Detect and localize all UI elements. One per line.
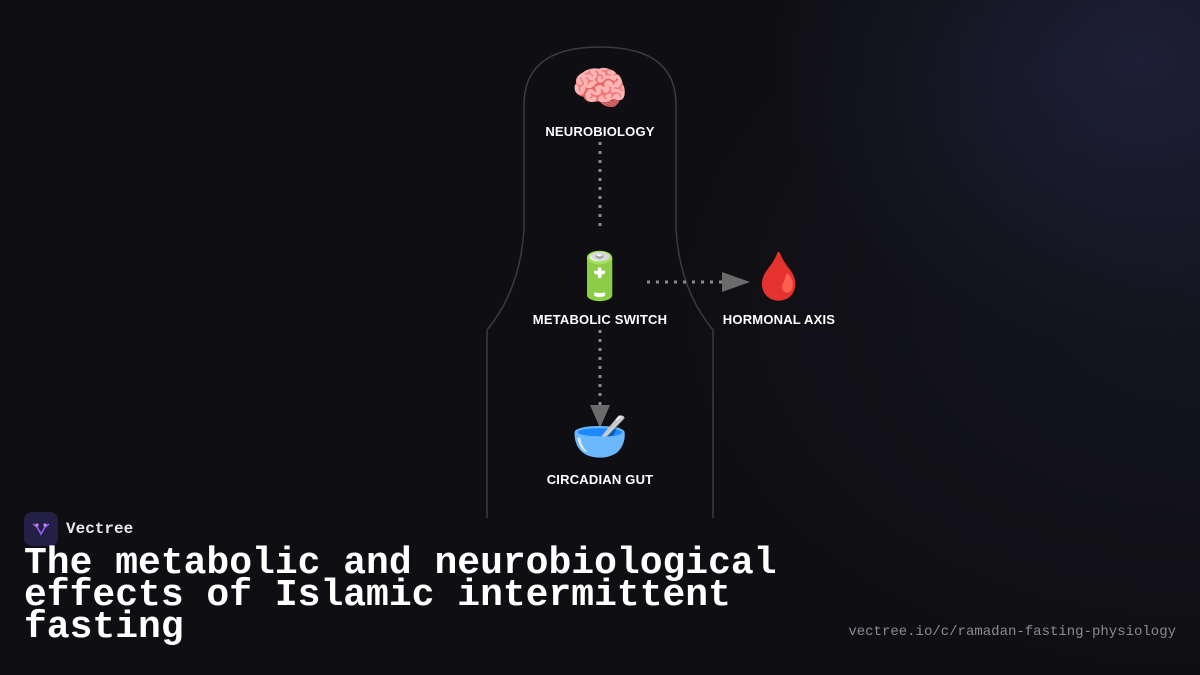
node-label: NEUROBIOLOGY [545,124,655,139]
arrowhead-circadian [590,405,610,428]
vectree-logo-icon [24,512,58,546]
node-label: HORMONAL AXIS [722,312,836,327]
drop-of-blood-icon: 🩸 [750,249,808,303]
bowl-with-spoon-icon: 🥣 [571,409,629,463]
node-circadian-gut: 🥣 CIRCADIAN GUT [500,408,700,487]
source-url: vectree.io/c/ramadan-fasting-physiology [848,624,1176,640]
head-silhouette-outline [486,46,714,518]
node-label: METABOLIC SWITCH [532,312,668,327]
brand-name: Vectree [66,520,134,538]
battery-icon: 🔋 [571,249,629,303]
node-hormonal-axis: 🩸 HORMONAL AXIS [679,248,879,327]
brand: Vectree [24,512,133,546]
brain-icon: 🧠 [571,61,629,115]
arrowhead-hormonal [722,272,750,292]
node-metabolic-switch: 🔋 METABOLIC SWITCH [500,248,700,327]
page-title: The metabolic and neurobiological effect… [24,542,777,649]
node-neurobiology: 🧠 NEUROBIOLOGY [500,60,700,139]
node-label: CIRCADIAN GUT [546,472,654,487]
